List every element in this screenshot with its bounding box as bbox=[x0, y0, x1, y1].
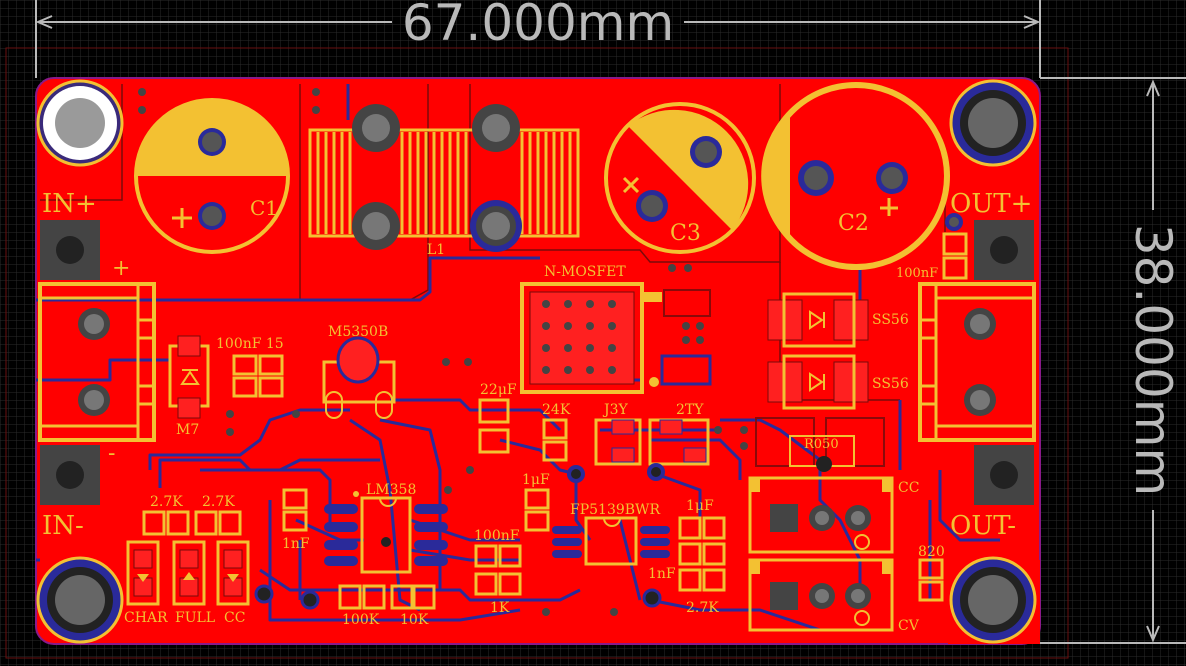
inductor-l1[interactable]: L1 bbox=[308, 104, 580, 258]
transistor-j3y[interactable]: J3Y bbox=[594, 402, 642, 466]
r820-label: 820 bbox=[918, 544, 945, 560]
capacitor-100nf-15[interactable]: 100nF 15 bbox=[216, 336, 284, 398]
transistor-m5350b[interactable]: M5350B bbox=[322, 324, 396, 419]
mosfet-side-pad bbox=[663, 289, 711, 317]
led-full[interactable]: FULL bbox=[172, 540, 215, 626]
transistor-2ty[interactable]: 2TY bbox=[647, 402, 710, 481]
full-label: FULL bbox=[175, 610, 215, 626]
via-lm358 bbox=[300, 590, 320, 610]
led-cc[interactable]: CC bbox=[216, 540, 250, 626]
height-dimension bbox=[1040, 77, 1186, 644]
via-cluster bbox=[138, 88, 748, 616]
n-mosfet[interactable]: N-MOSFET bbox=[520, 264, 662, 394]
k1-label: 1K bbox=[490, 600, 510, 616]
nf100-right-label: 100nF bbox=[896, 266, 938, 281]
in-plus-label: IN+ bbox=[42, 189, 97, 219]
input-plus-sign: + bbox=[112, 256, 130, 281]
ss56-a-label: SS56 bbox=[872, 312, 909, 328]
potentiometer-cv[interactable]: CV bbox=[748, 558, 920, 634]
potentiometer-cc[interactable]: CC bbox=[748, 476, 919, 554]
c1-label: C1 bbox=[250, 196, 278, 220]
capacitor-1uf-a[interactable]: 1μF bbox=[522, 472, 550, 532]
shunt-resistor-r050[interactable]: R050 bbox=[755, 417, 885, 472]
t2y-label: 2TY bbox=[676, 402, 704, 418]
mounting-hole-top-right bbox=[949, 79, 1037, 167]
resistor-24k[interactable]: 24K bbox=[542, 402, 585, 483]
nf100-mid-label: 100nF bbox=[474, 528, 520, 544]
width-dimension bbox=[35, 0, 1041, 78]
resistor-1k[interactable]: 1K bbox=[474, 572, 522, 616]
cv-pot-label: CV bbox=[898, 618, 920, 634]
k2-7-a-label: 2.7K bbox=[150, 494, 183, 510]
resistor-820[interactable]: 820 bbox=[918, 544, 945, 602]
mounting-hole-bottom-left bbox=[36, 556, 124, 644]
uf22-label: 22μF bbox=[480, 382, 517, 398]
capacitor-c3[interactable]: C3 bbox=[604, 102, 756, 254]
height-dimension-label: 38.000mm bbox=[1124, 224, 1182, 496]
input-terminal-block[interactable] bbox=[38, 282, 156, 442]
capacitor-1uf-b[interactable]: 1μF bbox=[678, 498, 726, 540]
mosfet-tab-pad bbox=[660, 354, 712, 386]
out-minus-label: OUT- bbox=[950, 511, 1016, 541]
nf1-left-label: 1nF bbox=[282, 536, 310, 552]
m7-label: M7 bbox=[176, 422, 199, 438]
in-minus-label: IN- bbox=[42, 511, 84, 541]
resistor-10k[interactable]: 10K bbox=[390, 584, 436, 628]
capacitor-c1[interactable]: C1 bbox=[134, 98, 290, 254]
controller-fp5139bwr[interactable]: FP5139BWR bbox=[552, 502, 670, 608]
width-dimension-label: 67.000mm bbox=[402, 0, 674, 52]
resistor-2-7k-a[interactable]: 2.7K bbox=[142, 494, 190, 536]
output-terminal-block[interactable] bbox=[918, 282, 1036, 442]
c2-label: C2 bbox=[838, 211, 869, 236]
l1-label: L1 bbox=[427, 242, 445, 258]
c3-label: C3 bbox=[670, 221, 701, 246]
capacitor-22uf[interactable]: 22μF bbox=[478, 382, 517, 454]
capacitor-1nf-right[interactable]: 1nF bbox=[648, 542, 726, 582]
lm358-label: LM358 bbox=[366, 482, 416, 498]
capacitor-100nf-mid[interactable]: 100nF bbox=[474, 528, 522, 568]
keepout-outline bbox=[5, 47, 1069, 659]
k2-7-right-label: 2.7K bbox=[686, 600, 719, 616]
out-plus-label: OUT+ bbox=[950, 189, 1032, 219]
diode-m7[interactable]: M7 bbox=[168, 335, 210, 438]
fp5139-label: FP5139BWR bbox=[570, 502, 660, 518]
cc-led-label: CC bbox=[224, 610, 245, 626]
mounting-hole-top-left bbox=[36, 79, 124, 167]
char-label: CHAR bbox=[124, 610, 168, 626]
input-minus-sign: - bbox=[108, 441, 115, 466]
k24-label: 24K bbox=[542, 402, 571, 418]
capacitor-c2[interactable]: C2 bbox=[761, 82, 950, 270]
n-mosfet-label: N-MOSFET bbox=[544, 264, 626, 280]
k10-label: 10K bbox=[400, 612, 429, 628]
op-amp-lm358[interactable]: LM358 bbox=[324, 482, 448, 574]
mounting-hole-bottom-right bbox=[949, 556, 1037, 644]
nf1-right-label: 1nF bbox=[648, 566, 676, 582]
uf1-a-label: 1μF bbox=[522, 472, 550, 488]
resistor-100k[interactable]: 100K bbox=[338, 584, 386, 628]
via-led bbox=[254, 584, 274, 604]
resistor-2-7k-right[interactable]: 2.7K bbox=[678, 568, 726, 616]
k100-label: 100K bbox=[342, 612, 380, 628]
cc-pot-label: CC bbox=[898, 480, 919, 496]
ss56-b-label: SS56 bbox=[872, 376, 909, 392]
capacitor-100nf-output[interactable]: 100nF bbox=[896, 213, 968, 281]
diode-ss56-a[interactable]: SS56 bbox=[767, 292, 909, 348]
m5350b-label: M5350B bbox=[328, 324, 388, 340]
uf1-b-label: 1μF bbox=[686, 498, 714, 514]
nf100-15-label: 100nF 15 bbox=[216, 336, 284, 352]
capacitor-1nf-left[interactable]: 1nF bbox=[282, 488, 310, 552]
r050-label: R050 bbox=[804, 437, 839, 452]
resistor-2-7k-b[interactable]: 2.7K bbox=[194, 494, 242, 536]
led-char[interactable]: CHAR bbox=[124, 540, 168, 626]
k2-7-b-label: 2.7K bbox=[202, 494, 235, 510]
diode-ss56-b[interactable]: SS56 bbox=[767, 354, 909, 410]
j3y-label: J3Y bbox=[602, 402, 629, 418]
